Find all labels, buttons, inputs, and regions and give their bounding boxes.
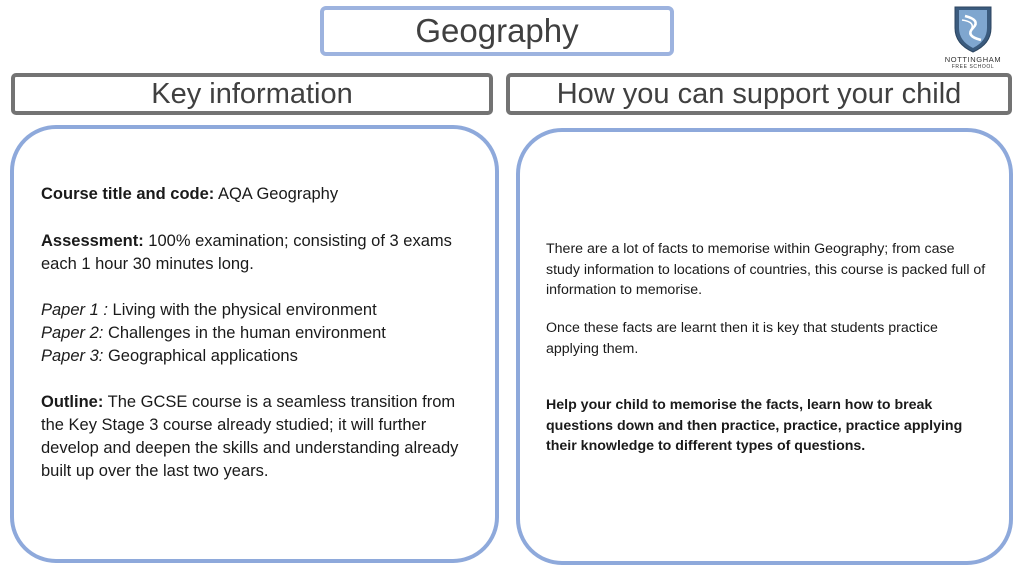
school-logo: NOTTINGHAM FREE SCHOOL: [938, 4, 1008, 70]
outline-label: Outline:: [41, 393, 104, 411]
logo-name: NOTTINGHAM: [944, 55, 1002, 64]
outline-value: The GCSE course is a seamless transition…: [41, 393, 459, 480]
support-header: How you can support your child: [506, 73, 1012, 115]
paper-label: Paper 1 :: [41, 301, 108, 319]
paper-value: Geographical applications: [103, 347, 298, 365]
paper-label: Paper 3:: [41, 347, 104, 365]
outline-paragraph: Outline: The GCSE course is a seamless t…: [41, 391, 481, 483]
key-information-header: Key information: [11, 73, 493, 115]
paper-value: Challenges in the human environment: [103, 324, 386, 342]
assessment-label: Assessment:: [41, 232, 144, 250]
shield-icon: [954, 6, 992, 53]
paper-label: Paper 2:: [41, 324, 104, 342]
support-paragraph-1: There are a lot of facts to memorise wit…: [546, 241, 986, 298]
page-title: Geography: [320, 6, 674, 56]
support-paragraph-2: Once these facts are learnt then it is k…: [546, 320, 938, 357]
support-panel: [516, 128, 1013, 565]
logo-subtitle: FREE SCHOOL: [951, 64, 995, 70]
papers-list: Paper 1 : Living with the physical envir…: [41, 299, 481, 368]
assessment-value: 100% examination; consisting of 3 exams …: [41, 232, 452, 273]
key-information-panel: [10, 125, 499, 563]
paper-item: Paper 3: Geographical applications: [41, 345, 481, 368]
course-label: Course title and code:: [41, 185, 215, 203]
support-paragraph-3: Help your child to memorise the facts, l…: [546, 397, 963, 454]
paper-item: Paper 2: Challenges in the human environ…: [41, 322, 481, 345]
course-title-line: Course title and code: AQA Geography: [41, 183, 481, 206]
paper-item: Paper 1 : Living with the physical envir…: [41, 299, 481, 322]
assessment-paragraph: Assessment: 100% examination; consisting…: [41, 230, 481, 276]
paper-value: Living with the physical environment: [107, 301, 377, 319]
course-value: AQA Geography: [214, 185, 339, 203]
